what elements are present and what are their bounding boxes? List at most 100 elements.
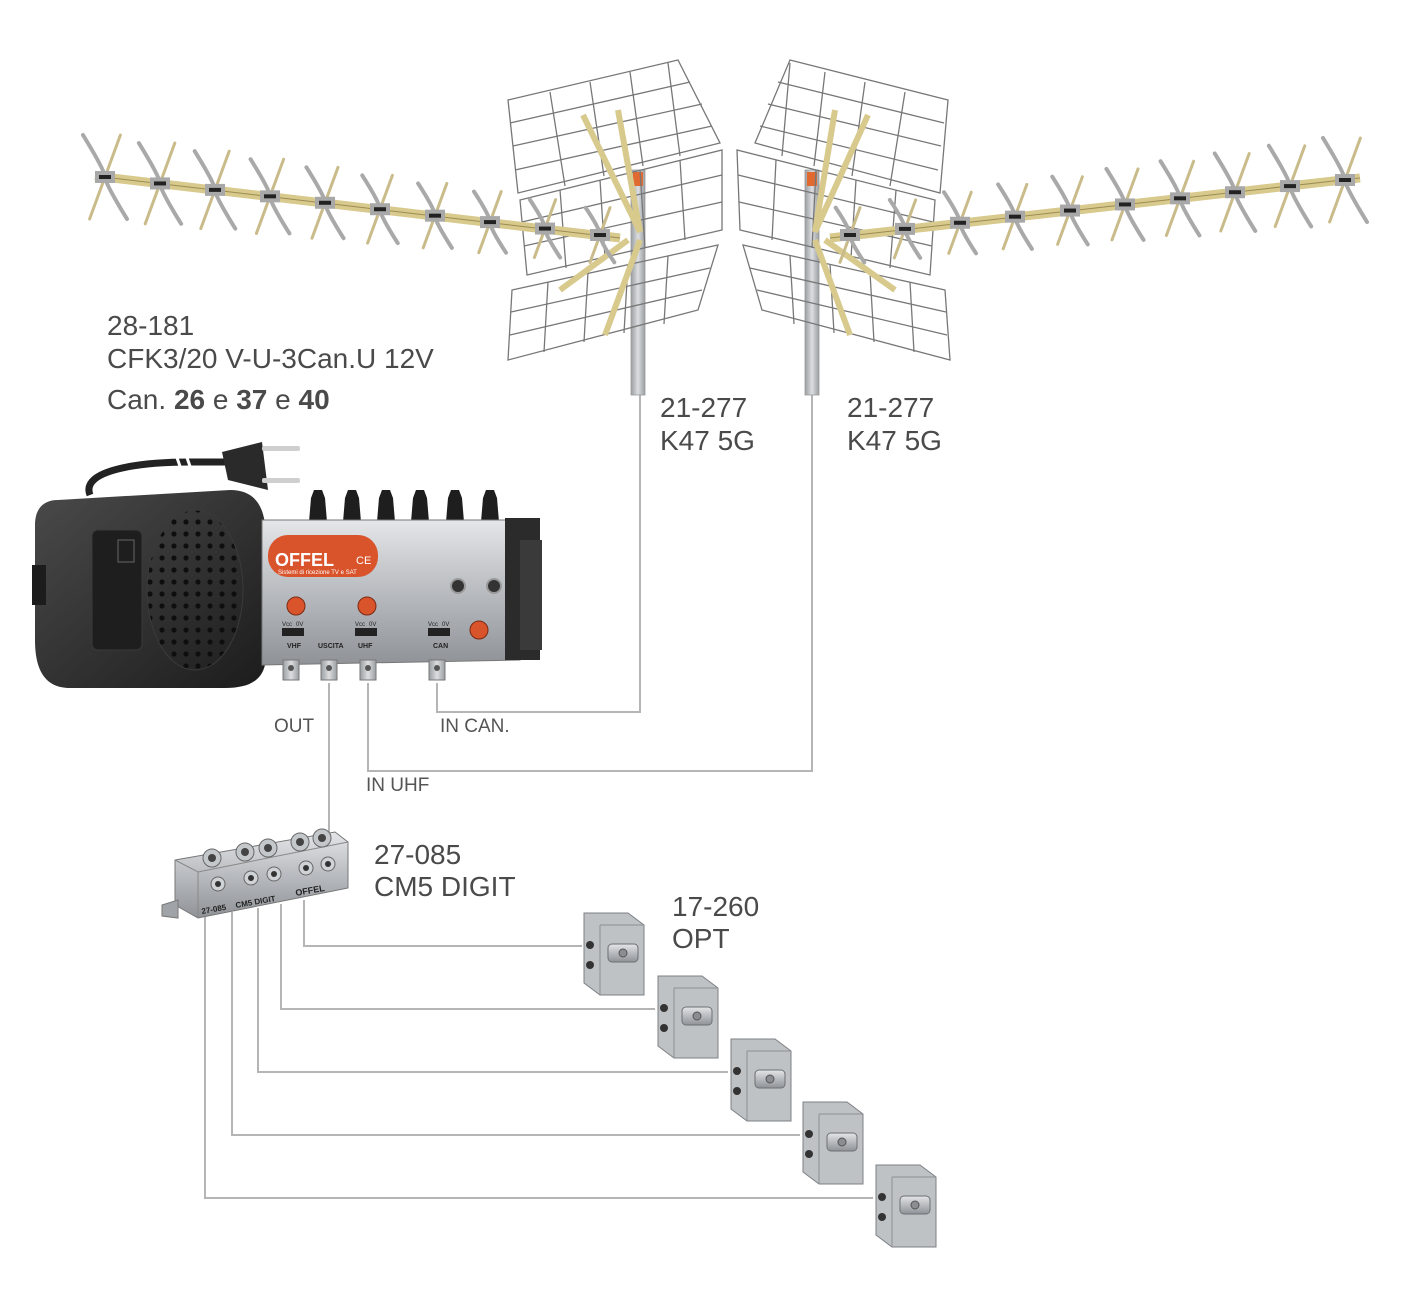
outlet-screw-hole xyxy=(805,1130,813,1138)
channels-sep-2: e xyxy=(267,384,299,415)
port-label-uscita: USCITA xyxy=(318,643,344,650)
antenna-right-director-clamp xyxy=(1335,174,1355,186)
antenna-right-directors xyxy=(833,136,1369,265)
channels-sep-1: e xyxy=(205,384,237,415)
amplifier-channels-label: Can. 26 e 37 e 40 xyxy=(107,383,330,416)
port-label-vhf: VHF xyxy=(287,643,302,650)
antenna-left-director-clamp xyxy=(535,222,555,235)
outlet-edge xyxy=(746,1050,791,1121)
cable-right-antenna-to-in-uhf xyxy=(367,395,813,772)
antenna-right-director-clamp xyxy=(950,216,970,229)
splitter-code-label: 27-085 xyxy=(374,839,462,870)
splitter-unit: 27-085 CM5 DIGIT OFFEL xyxy=(161,828,349,919)
switch-uhf-0v: 0V xyxy=(369,622,376,628)
antenna-right-model-label: K47 5G xyxy=(847,425,942,456)
trimmer-knob xyxy=(377,490,395,522)
cable-splitter-to-outlet-5 xyxy=(204,916,873,1199)
antenna-left-boom xyxy=(94,109,643,337)
channel-3: 40 xyxy=(298,384,330,415)
outlet-screw-hole xyxy=(586,961,594,969)
trimmer-knob xyxy=(411,490,429,522)
amplifier-brand-logo: OFFEL xyxy=(275,550,334,570)
f-connector-pin xyxy=(288,665,294,671)
cable-left-antenna-to-in-can xyxy=(436,395,641,713)
antenna-right-boom xyxy=(812,109,1361,337)
antenna-right-director-clamp xyxy=(1225,186,1245,199)
outlet-screw-hole xyxy=(733,1087,741,1095)
antenna-left-grid-panels xyxy=(507,59,723,361)
outlet-coax-pin xyxy=(910,1200,920,1210)
antenna-left-director-clamp xyxy=(425,209,445,222)
power-supply-unit xyxy=(32,490,266,688)
outlet-coax-pin xyxy=(765,1074,775,1084)
channel-2: 37 xyxy=(236,384,268,415)
splitter-connector-top-pin xyxy=(296,838,304,846)
f-connector-pin xyxy=(434,665,440,671)
cable-splitter-to-outlet-4 xyxy=(231,912,800,1136)
wall-outlet-1 xyxy=(583,912,645,996)
outlet-screw-hole xyxy=(586,941,594,949)
amplifier-code-label: 28-181 xyxy=(107,310,195,341)
trimmer-knob xyxy=(446,490,464,522)
port-label-uhf: UHF xyxy=(358,643,373,650)
antenna-right-director-clamp xyxy=(840,229,860,241)
antenna-left-director-clamp xyxy=(95,171,115,183)
splitter-connector-top-pin xyxy=(264,844,272,852)
antenna-left-director-clamp xyxy=(150,177,170,190)
outlet-screw-hole xyxy=(660,1024,668,1032)
trimmer-knob xyxy=(343,490,361,522)
outlet-screw-hole xyxy=(805,1150,813,1158)
antenna-left-director-clamp xyxy=(260,190,280,203)
antenna-right-director-clamp xyxy=(1115,198,1135,211)
antenna-right xyxy=(736,59,1369,396)
cable-splitter-to-outlet-2 xyxy=(280,904,655,1010)
splitter-connector-front-pin xyxy=(215,881,221,887)
wall-outlet-2 xyxy=(657,975,719,1059)
splitter-model-label: CM5 DIGIT xyxy=(374,871,516,902)
antenna-left xyxy=(81,59,723,396)
antenna-right-code-label: 21-277 xyxy=(847,392,935,423)
antenna-right-director-clamp xyxy=(1280,180,1300,193)
outlet-coax-pin xyxy=(618,948,628,958)
antenna-left-code-label: 21-277 xyxy=(660,392,748,423)
outlet-coax-pin xyxy=(692,1011,702,1021)
splitter-body-code: 27-085 xyxy=(201,903,228,916)
splitter-connector-top-pin xyxy=(241,848,249,856)
splitter-connector-front-pin xyxy=(303,865,309,871)
antenna-left-model-label: K47 5G xyxy=(660,425,755,456)
antenna-left-directors xyxy=(81,133,617,265)
antenna-right-director-clamp xyxy=(895,222,915,235)
port-label-can: CAN xyxy=(433,643,448,650)
in-can-connection-label: IN CAN. xyxy=(440,716,510,737)
splitter-connector-front-pin xyxy=(271,871,277,877)
wall-outlet-5 xyxy=(875,1164,937,1248)
antenna-left-director-clamp xyxy=(370,203,390,216)
amplifier-f-connectors xyxy=(282,659,446,681)
antenna-left-director-clamp xyxy=(205,183,225,196)
outlet-screw-hole xyxy=(878,1213,886,1221)
antenna-right-director-clamp xyxy=(1060,204,1080,217)
switch-vhf-0v: 0V xyxy=(296,622,303,628)
splitter-connector-top-pin xyxy=(208,854,216,862)
antenna-left-director-clamp xyxy=(315,196,335,209)
wall-outlets xyxy=(583,912,937,1248)
outlet-edge xyxy=(599,924,644,995)
out-connection-label: OUT xyxy=(274,716,315,737)
antenna-left-director-clamp xyxy=(480,216,500,229)
splitter-connector-front-pin xyxy=(325,861,331,867)
channels-prefix: Can. xyxy=(107,384,174,415)
amplifier-unit: OFFEL Sistemi di ricezione TV e SAT CE V… xyxy=(261,490,542,681)
cable-splitter-to-outlet-1 xyxy=(303,900,582,947)
amplifier-model-label: CFK3/20 V-U-3Can.U 12V xyxy=(107,343,434,374)
splitter-connector-top-pin xyxy=(318,834,326,842)
f-connector-pin xyxy=(326,665,332,671)
switch-vhf-vcc: Vcc xyxy=(282,622,292,628)
amplifier-brand-subtitle: Sistemi di ricezione TV e SAT xyxy=(278,570,357,576)
splitter-f-connectors xyxy=(202,828,336,892)
outlet-edge xyxy=(891,1176,936,1247)
f-connector-pin xyxy=(365,665,371,671)
wall-outlet-3 xyxy=(730,1038,792,1122)
antenna-right-director-clamp xyxy=(1005,210,1025,223)
